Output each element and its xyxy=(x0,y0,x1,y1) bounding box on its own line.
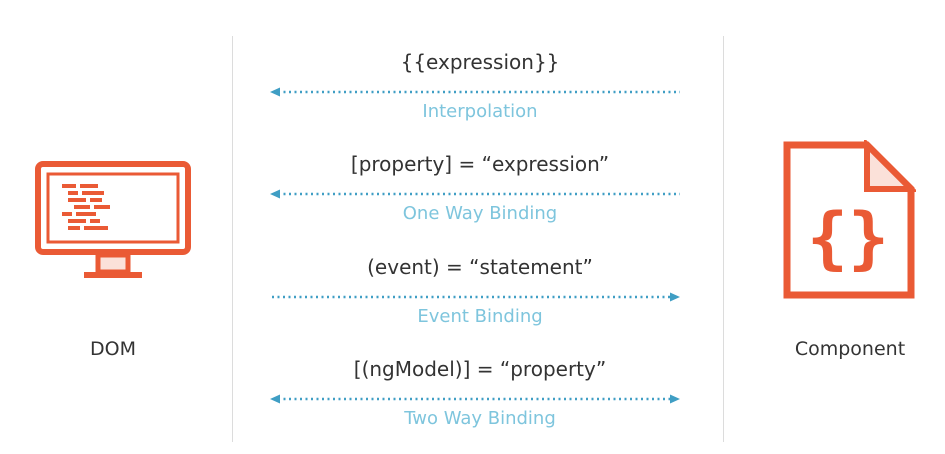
binding-name: Event Binding xyxy=(417,306,543,327)
binding-syntax: (event) = “statement” xyxy=(367,255,593,279)
code-file-icon: {} xyxy=(783,140,916,299)
monitor-code-icon xyxy=(35,161,191,278)
binding-name: One Way Binding xyxy=(402,203,558,224)
component-label: Component xyxy=(794,338,906,360)
binding-one-way: [property] = “expression” One Way Bindin… xyxy=(260,152,700,242)
svg-text:{}: {} xyxy=(807,199,889,278)
binding-name: Two Way Binding xyxy=(404,408,556,429)
arrow-right-icon xyxy=(272,292,680,302)
dom-label: DOM xyxy=(90,338,136,360)
binding-syntax: [(ngModel)] = “property” xyxy=(353,357,607,381)
arrow-left-icon xyxy=(270,87,680,97)
binding-interpolation: {{expression}} Interpolation xyxy=(260,50,700,140)
binding-name: Interpolation xyxy=(422,101,538,122)
binding-event: (event) = “statement” Event Binding xyxy=(260,255,700,345)
binding-two-way: [(ngModel)] = “property” Two Way Binding xyxy=(260,357,700,447)
binding-syntax: {{expression}} xyxy=(400,50,560,74)
left-divider xyxy=(232,36,233,442)
arrow-both-icon xyxy=(270,394,680,404)
right-divider xyxy=(723,36,724,442)
arrow-left-icon xyxy=(270,189,680,199)
binding-syntax: [property] = “expression” xyxy=(350,152,610,176)
